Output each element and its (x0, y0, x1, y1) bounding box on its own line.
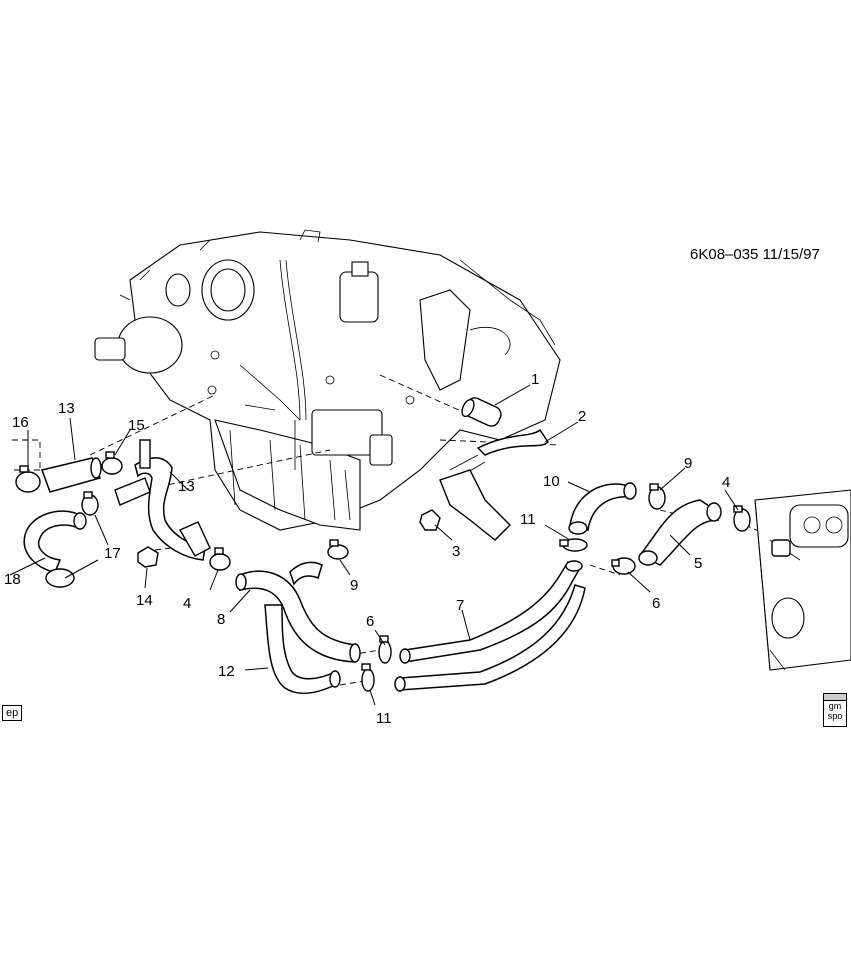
leader-lines (9, 384, 739, 706)
part-1-fitting (461, 397, 502, 427)
part-6-clamp-right (611, 557, 636, 575)
callout-12: 12 (218, 663, 235, 680)
engine-assembly (94, 229, 561, 531)
callout-1: 1 (531, 371, 539, 388)
callout-numbers: 1 2 3 4 4 5 6 6 7 8 9 9 10 11 11 12 13 1… (4, 371, 730, 727)
callout-2: 2 (578, 408, 586, 425)
part-8-hose (235, 561, 361, 663)
gm-label: gm (828, 701, 842, 711)
callout-13-left: 13 (58, 400, 75, 417)
gm-spo-badge: gm spo (823, 693, 847, 727)
part-9-clamp-middle (327, 539, 349, 560)
part-5-hose (638, 499, 722, 566)
callout-9-middle: 9 (350, 577, 358, 594)
part-11-clamp-lower (361, 663, 375, 692)
part-18-clamp (45, 568, 75, 588)
spo-label: spo (827, 711, 843, 721)
callout-10: 10 (543, 473, 560, 490)
callout-14: 14 (136, 592, 153, 609)
part-13-pipe (114, 439, 211, 561)
part-2-hose (439, 428, 549, 541)
callout-6-lower: 6 (366, 613, 374, 630)
part-17-clamp (81, 491, 99, 516)
callout-4-right: 4 (722, 474, 730, 491)
part-13-hose-left (41, 457, 102, 493)
callout-4-middle: 4 (183, 595, 191, 612)
part-18-hose (23, 510, 87, 573)
part-7-pipe (394, 560, 586, 692)
part-6-clamp-lower (378, 635, 392, 664)
callout-3: 3 (452, 543, 460, 560)
part-14-nut (137, 546, 159, 568)
callout-6-right: 6 (652, 595, 660, 612)
part-9-clamp-right (648, 483, 666, 510)
part-11-clamp-upper (559, 538, 588, 552)
heater-core-plate (754, 489, 851, 671)
part-15-clamp (101, 451, 123, 475)
part-4-clamp-right (733, 505, 751, 532)
callout-5: 5 (694, 555, 702, 572)
callout-7: 7 (456, 597, 464, 614)
callout-13-middle: 13 (178, 478, 195, 495)
callout-8: 8 (217, 611, 225, 628)
callout-16: 16 (12, 414, 29, 431)
ep-badge: ep (2, 705, 23, 721)
callout-11-lower: 11 (376, 710, 392, 727)
callout-18: 18 (4, 571, 21, 588)
reference-code: 6K08–035 11/15/97 (690, 246, 820, 263)
part-10-hose (568, 482, 637, 535)
part-4-clamp-middle (209, 547, 231, 571)
callout-11-upper: 11 (520, 511, 536, 528)
callout-17: 17 (104, 545, 121, 562)
callout-9-right: 9 (684, 455, 692, 472)
part-12-hose (264, 604, 341, 695)
callout-15: 15 (128, 417, 145, 434)
